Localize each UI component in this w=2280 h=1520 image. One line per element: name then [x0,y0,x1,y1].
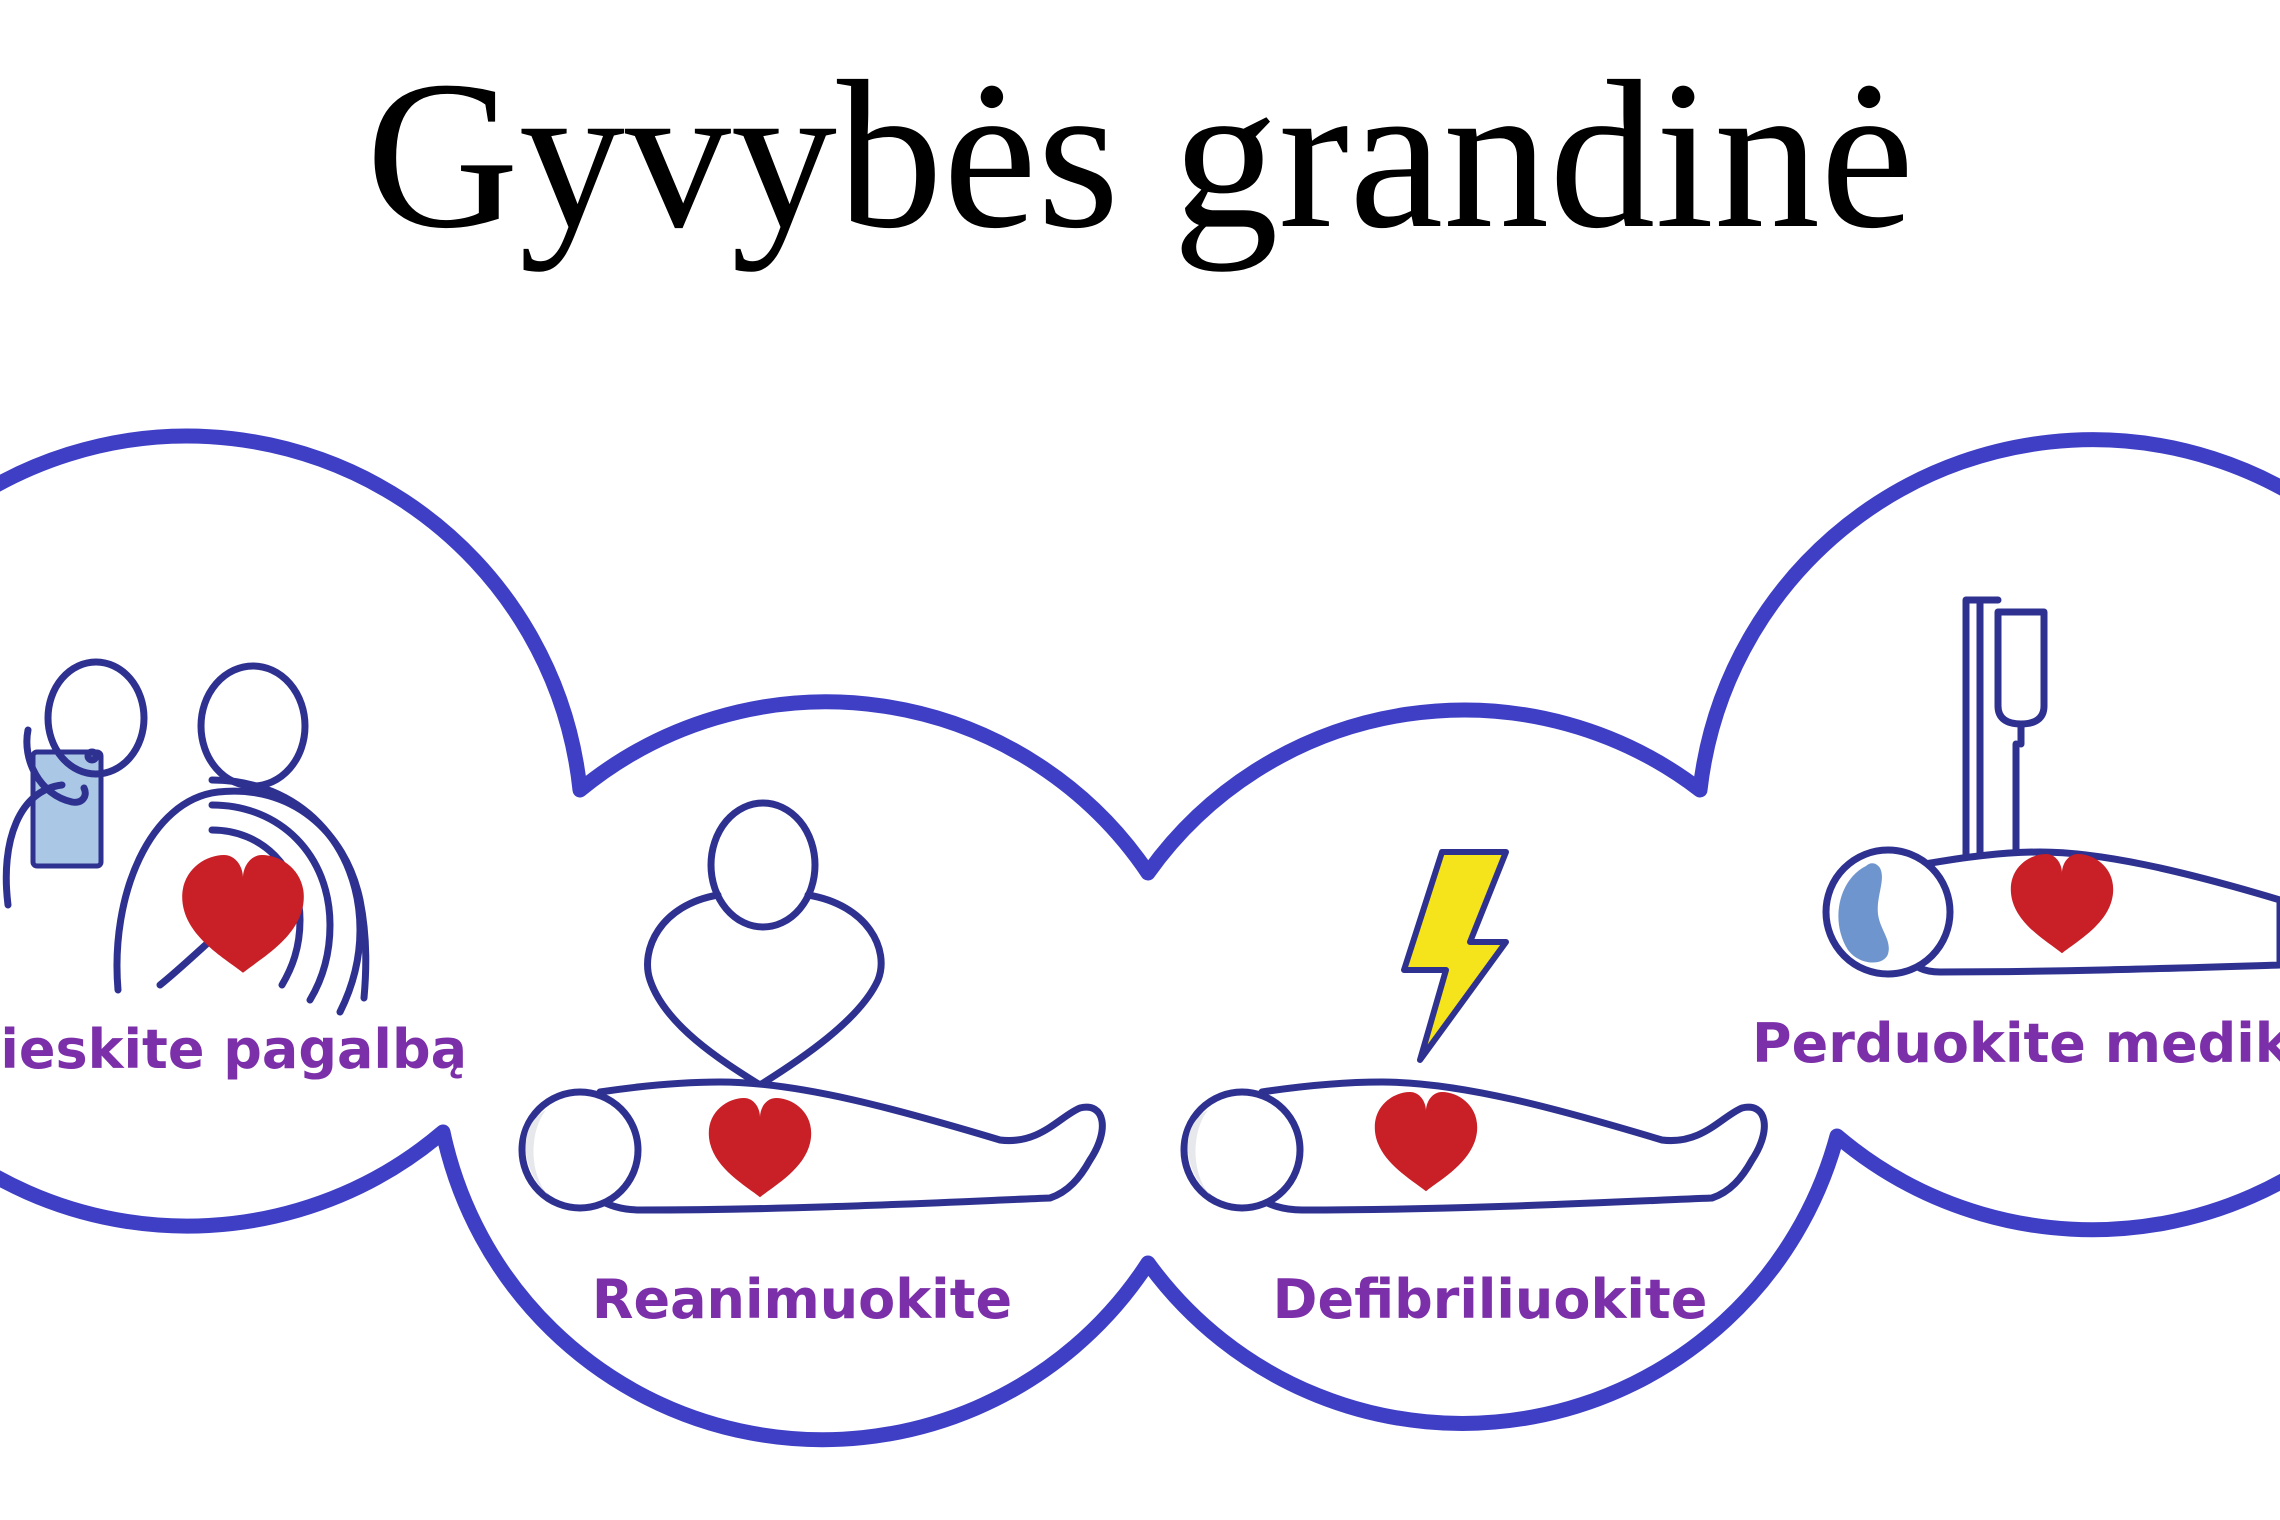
step-label-handover: Perduokite medikams [1752,1012,2280,1075]
cpr-icon [518,799,1106,1214]
patient-head-shade [1838,863,1889,963]
sound-wave-3 [208,776,364,1016]
heart-icon [2010,854,2114,954]
heart-icon [1374,1092,1478,1192]
defibrillation-icon [1180,849,1768,1214]
step-label-defibrillation: Defibriliuokite [1273,1268,1708,1331]
hospital-handover-icon [1822,596,2280,978]
caller-arm [23,726,89,806]
call-help-icon [2,658,370,1016]
patient-head-shade [525,1110,548,1195]
heart-icon [708,1098,812,1198]
patient-head-shade [1187,1110,1210,1195]
helper-head [197,662,309,790]
iv-stand [1962,596,2002,864]
caller-head [44,658,148,778]
sound-wave-2 [208,801,334,1004]
iv-bag [1994,608,2048,728]
step-label-call-help: Iškvieskite pagalbą [0,1018,467,1081]
patient-head [1180,1088,1304,1212]
patient-body [596,1078,1106,1214]
helper-body [113,787,370,1002]
patient-head [518,1088,642,1212]
step-label-cpr: Reanimuokite [592,1268,1012,1331]
page-title: Gyvybės grandinė [366,37,1914,272]
patient-body [1258,1078,1768,1214]
heart-icon [182,855,304,973]
rescuer-head [707,799,819,931]
phone-icon [30,749,104,869]
lightning-bolt-icon [1401,849,1509,1063]
chain-outline [0,428,2280,1448]
caller-eye [84,748,100,764]
